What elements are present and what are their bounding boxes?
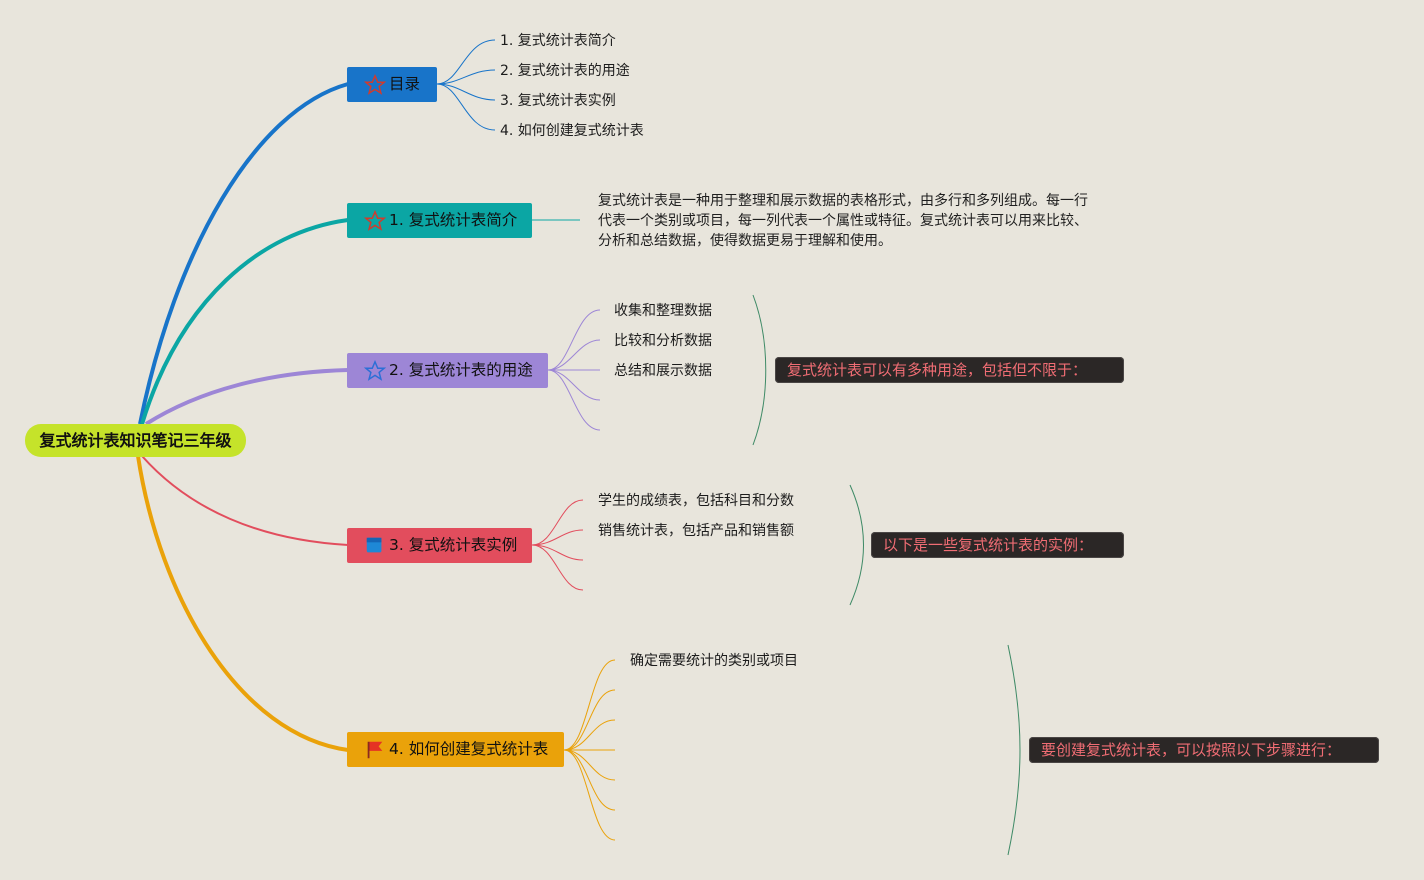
link-root-examples xyxy=(141,455,349,546)
branch-examples[interactable]: 3. 复式统计表实例 xyxy=(347,528,532,563)
intro-paragraph[interactable]: 复式统计表是一种用于整理和展示数据的表格形式，由多行和多列组成。每一行代表一个类… xyxy=(598,193,1088,249)
branch-intro[interactable]: 1. 复式统计表简介 xyxy=(347,203,532,238)
star-outline-icon xyxy=(363,74,387,95)
toc-item-2[interactable]: 2. 复式统计表的用途 xyxy=(500,63,630,79)
uses-item-3[interactable]: 总结和展示数据 xyxy=(614,363,712,379)
branch-label: 1. 复式统计表简介 xyxy=(389,211,518,229)
uses-item-2[interactable]: 比较和分析数据 xyxy=(614,333,712,349)
toc-item-1[interactable]: 1. 复式统计表简介 xyxy=(500,33,616,49)
branch-label: 目录 xyxy=(389,75,421,93)
branch-uses[interactable]: 2. 复式统计表的用途 xyxy=(347,353,548,388)
create-summary-callout[interactable]: 要创建复式统计表，可以按照以下步骤进行： xyxy=(1029,737,1379,763)
uses-item-1[interactable]: 收集和整理数据 xyxy=(614,303,712,319)
examples-summary-callout[interactable]: 以下是一些复式统计表的实例： xyxy=(871,532,1124,558)
star-outline-icon xyxy=(363,210,387,231)
branch-toc[interactable]: 目录 xyxy=(347,67,437,102)
uses-summary-callout[interactable]: 复式统计表可以有多种用途，包括但不限于： xyxy=(775,357,1124,383)
branch-label: 2. 复式统计表的用途 xyxy=(389,361,533,379)
branch-create[interactable]: 4. 如何创建复式统计表 xyxy=(347,732,564,767)
branch-label: 3. 复式统计表实例 xyxy=(389,536,518,554)
red-flag-icon xyxy=(367,741,383,759)
toc-item-4[interactable]: 4. 如何创建复式统计表 xyxy=(500,123,644,139)
toc-item-3[interactable]: 3. 复式统计表实例 xyxy=(500,93,616,109)
link-root-uses xyxy=(144,368,349,426)
link-root-create xyxy=(136,455,349,752)
star-outline-icon xyxy=(363,360,387,381)
link-root-intro xyxy=(140,218,349,425)
link-root-toc xyxy=(138,82,349,425)
create-item-1[interactable]: 确定需要统计的类别或项目 xyxy=(630,653,798,669)
examples-item-2[interactable]: 销售统计表，包括产品和销售额 xyxy=(598,523,794,539)
branch-label: 4. 如何创建复式统计表 xyxy=(389,740,549,758)
examples-item-1[interactable]: 学生的成绩表，包括科目和分数 xyxy=(598,493,794,509)
root-topic[interactable]: 复式统计表知识笔记三年级 xyxy=(25,424,246,457)
square-flag-icon xyxy=(366,537,382,553)
